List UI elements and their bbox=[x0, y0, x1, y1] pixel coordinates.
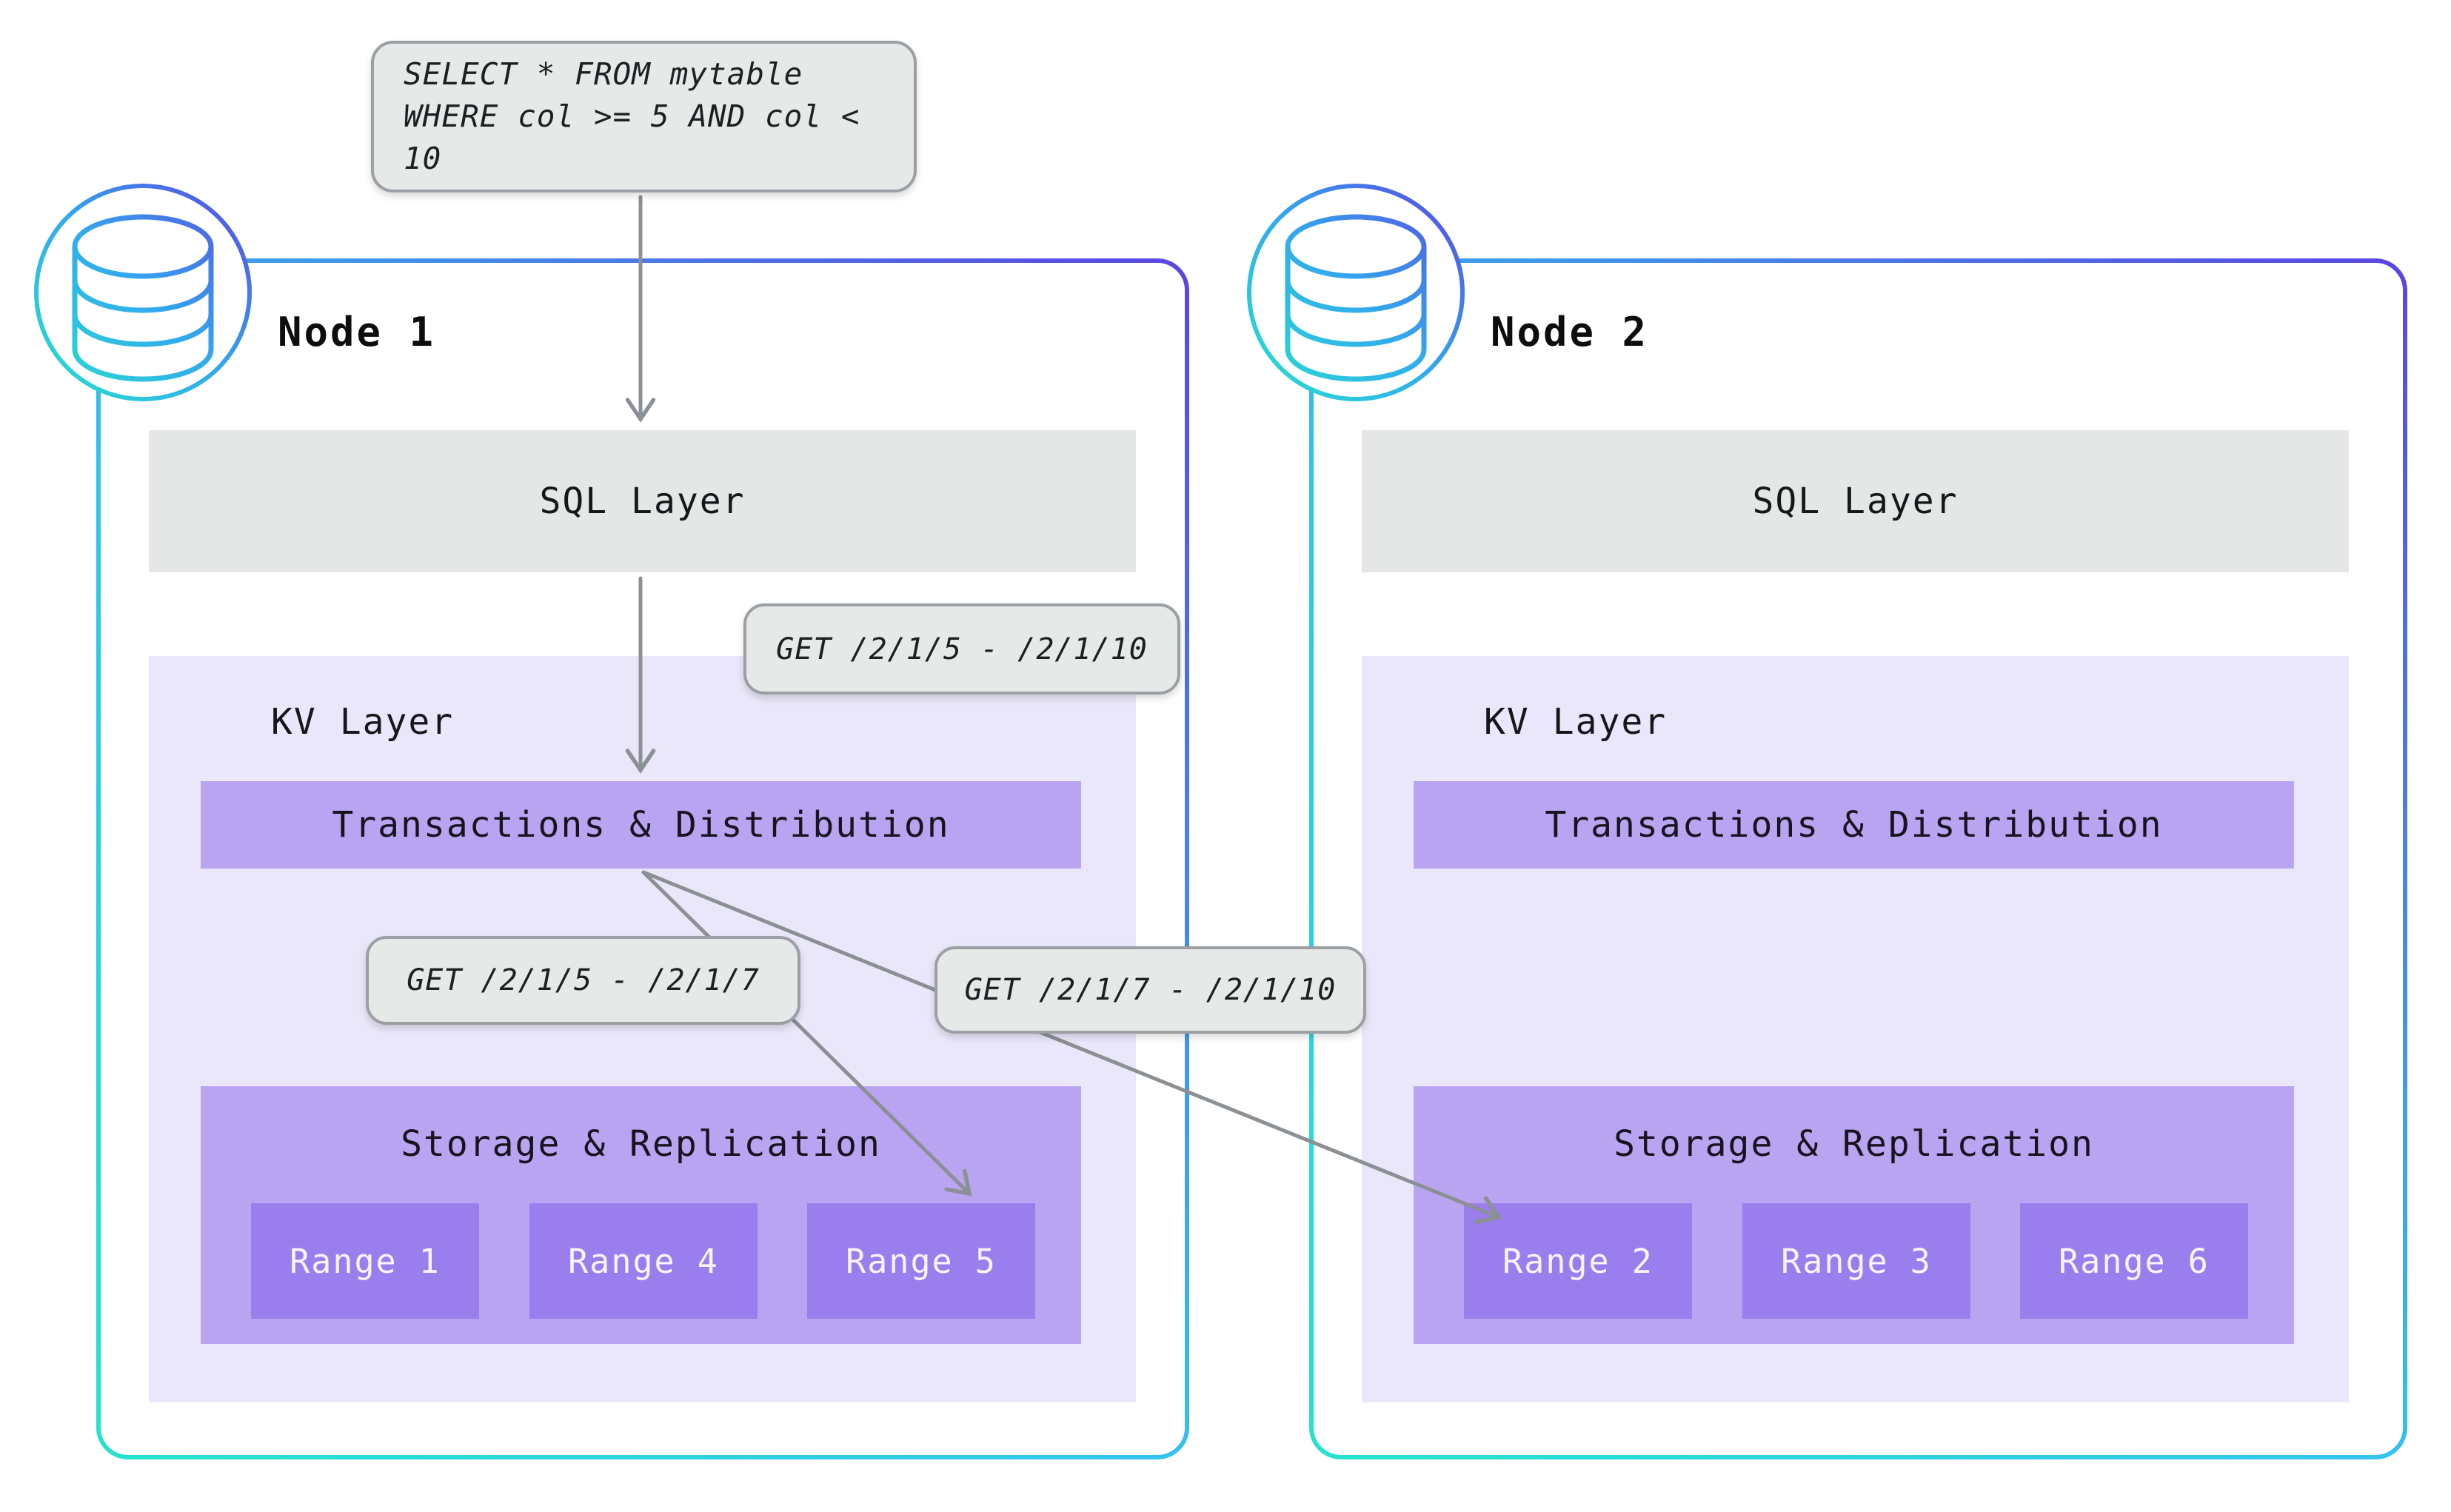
transactions-label: Transactions & Distribution bbox=[332, 804, 950, 846]
sql-layer-label: SQL Layer bbox=[1752, 481, 1959, 522]
sql-query-line2: WHERE col >= 5 AND col < 10 bbox=[404, 98, 860, 176]
txn-to-range2-arrow bbox=[641, 870, 1502, 1225]
node1-storage-label: Storage & Replication bbox=[401, 1123, 881, 1165]
node2-transactions-bar: Transactions & Distribution bbox=[1414, 781, 2294, 869]
sql-query-line1: SELECT * FROM mytable bbox=[404, 56, 803, 92]
sql-layer-label: SQL Layer bbox=[539, 481, 746, 522]
node2-sql-layer-bar: SQL Layer bbox=[1362, 430, 2349, 572]
transactions-label: Transactions & Distribution bbox=[1545, 804, 2163, 846]
range-box: Range 6 bbox=[2020, 1203, 2248, 1319]
txn-to-range5-arrow bbox=[641, 870, 972, 1197]
node1-kv-layer-label: KV Layer bbox=[271, 701, 455, 743]
get-range-label-left: GET /2/1/5 - /2/1/7 bbox=[366, 936, 800, 1025]
node1-transactions-bar: Transactions & Distribution bbox=[201, 781, 1081, 869]
get-range-label-full: GET /2/1/5 - /2/1/10 bbox=[743, 603, 1180, 695]
node2-kv-layer-label: KV Layer bbox=[1484, 701, 1668, 743]
range-box: Range 5 bbox=[807, 1203, 1035, 1319]
node2-border bbox=[1309, 258, 2407, 1459]
node1-title: Node 1 bbox=[278, 308, 436, 355]
sql-query-label: SELECT * FROM mytable WHERE col >= 5 AND… bbox=[371, 41, 917, 193]
database-icon bbox=[1247, 184, 1465, 401]
range-box: Range 1 bbox=[251, 1203, 479, 1319]
database-icon bbox=[34, 184, 252, 401]
range-box: Range 4 bbox=[529, 1203, 758, 1319]
node2-storage-label: Storage & Replication bbox=[1614, 1123, 2094, 1165]
node2-title: Node 2 bbox=[1491, 308, 1649, 355]
get-range-label-right: GET /2/1/7 - /2/1/10 bbox=[934, 946, 1366, 1034]
range-box: Range 3 bbox=[1742, 1203, 1970, 1319]
node1-sql-layer-bar: SQL Layer bbox=[149, 430, 1136, 572]
node1-border bbox=[96, 258, 1189, 1459]
